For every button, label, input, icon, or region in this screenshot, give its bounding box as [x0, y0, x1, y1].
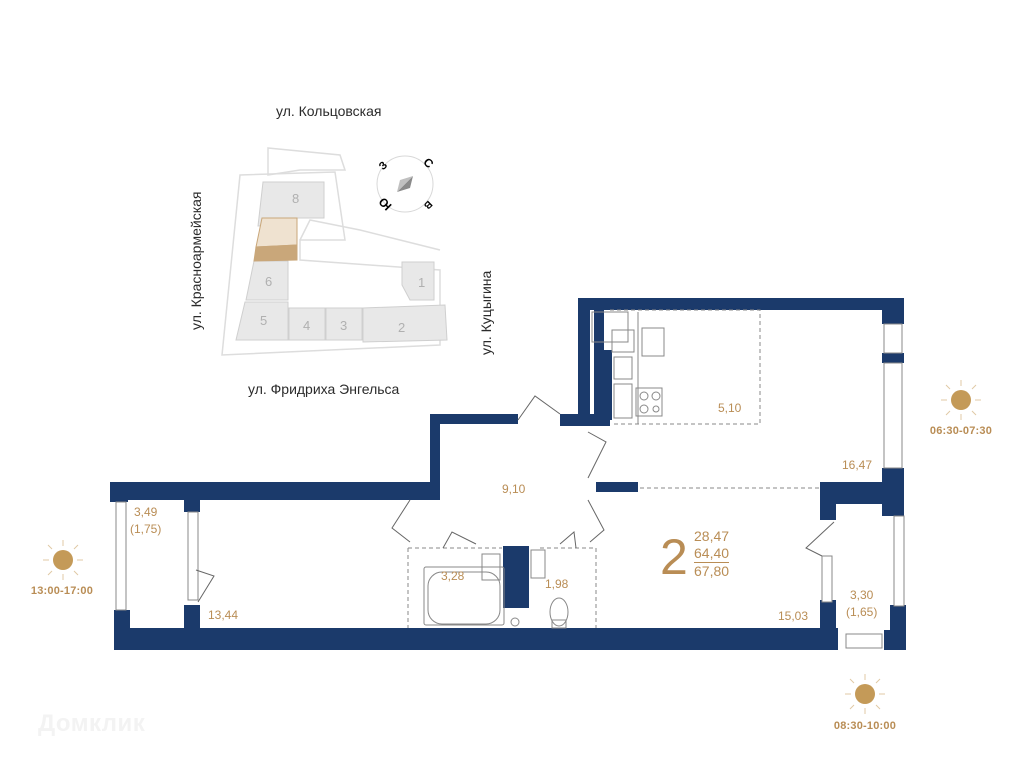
area-balcony-right: 3,30 — [850, 588, 874, 602]
street-left-label: ул. Красноармейская — [188, 191, 204, 331]
balcony-left: 3,49 (1,75) — [130, 504, 161, 538]
sun-icon-east — [941, 380, 981, 420]
sun-time-west: 13:00-17:00 — [30, 585, 94, 597]
svg-text:5: 5 — [260, 313, 267, 328]
sun-south: 08:30-10:00 — [805, 720, 925, 732]
sun-time-south: 08:30-10:00 — [833, 720, 897, 732]
building-3 — [325, 307, 363, 341]
total-area: 67,80 — [694, 563, 730, 579]
area-hall: 9,10 — [502, 482, 526, 496]
bath-fixtures — [407, 487, 820, 629]
area-balcony-left-reduced: (1,75) — [130, 522, 162, 536]
svg-text:4: 4 — [303, 318, 310, 333]
building-4 — [288, 307, 326, 341]
area-bedroom-right: 15,03 — [778, 609, 809, 623]
svg-text:8: 8 — [292, 191, 299, 206]
area-kitchen-living: 16,47 — [842, 458, 873, 472]
balcony-right: 3,30 (1,65) — [846, 587, 877, 621]
sun-east: 06:30-07:30 — [901, 425, 1021, 437]
building-6 — [245, 260, 289, 301]
svg-text:1: 1 — [418, 275, 425, 290]
area-without-balcony: 64,40 — [694, 545, 730, 563]
walls — [110, 298, 906, 650]
living-area: 28,47 — [694, 528, 730, 544]
building-7-highlight — [255, 217, 298, 248]
sun-time-east: 06:30-07:30 — [929, 425, 993, 437]
sun-west: 13:00-17:00 — [2, 585, 122, 597]
building-1 — [401, 261, 435, 301]
svg-text:3: 3 — [340, 318, 347, 333]
area-bathroom: 3,28 — [441, 569, 465, 583]
area-wc: 1,98 — [545, 577, 569, 591]
svg-text:6: 6 — [265, 274, 272, 289]
site-plan — [221, 147, 441, 356]
sun-icon-south — [845, 674, 885, 714]
street-top-label: ул. Кольцовская — [276, 103, 382, 119]
street-bottom-label: ул. Фридриха Энгельса — [248, 381, 400, 397]
building-5 — [235, 301, 289, 341]
street-right-label: ул. Куцыгина — [478, 270, 494, 355]
kitchen-fixtures — [591, 309, 761, 425]
area-balcony-right-reduced: (1,65) — [846, 605, 878, 619]
windows — [115, 323, 905, 649]
compass — [376, 155, 434, 213]
area-balcony-left: 3,49 — [134, 505, 158, 519]
sun-icon-west — [43, 540, 83, 580]
area-kitchen-zone: 5,10 — [718, 401, 742, 415]
doors — [195, 395, 835, 603]
rooms-count: 2 — [660, 529, 688, 585]
svg-text:2: 2 — [398, 320, 405, 335]
building-2 — [362, 304, 448, 343]
watermark-logo: Домклик — [38, 710, 146, 737]
site-buildings — [235, 181, 448, 343]
area-bedroom-left: 13,44 — [208, 608, 239, 622]
